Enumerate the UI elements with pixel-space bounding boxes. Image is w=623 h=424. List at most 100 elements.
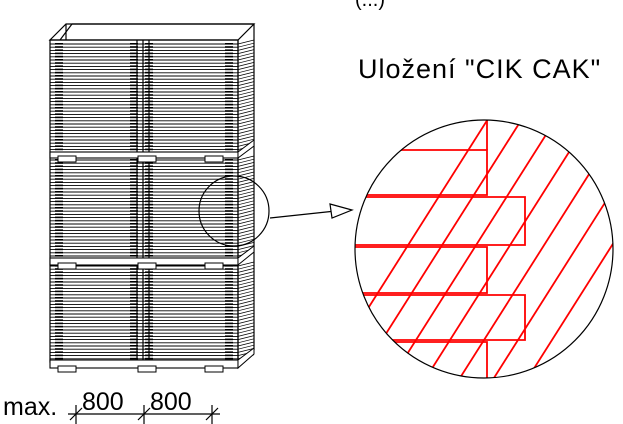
board-side-line <box>237 341 255 347</box>
pallet-foot <box>204 155 224 163</box>
board-side-line <box>237 312 255 318</box>
board-block <box>130 78 138 80</box>
board-side-line <box>237 187 255 193</box>
board-side-line <box>237 328 255 334</box>
hatch-line <box>581 120 613 378</box>
board-block <box>55 219 63 222</box>
board-block <box>55 255 63 257</box>
board-block <box>55 229 63 231</box>
board-side-line <box>237 290 255 296</box>
board-block <box>145 103 153 106</box>
board-block <box>225 297 233 299</box>
hatch-line <box>479 120 613 378</box>
board-side-line <box>237 174 255 180</box>
board-block <box>225 271 233 273</box>
detail-circle <box>354 119 614 379</box>
board-side-line <box>237 81 255 86</box>
board-block <box>55 251 63 254</box>
board-block <box>225 87 233 90</box>
board-block <box>225 242 233 244</box>
board-block <box>225 97 233 99</box>
board-block <box>130 268 138 270</box>
board-side-line <box>237 132 255 138</box>
board-block <box>225 71 233 74</box>
board-block <box>145 207 153 209</box>
board-block <box>225 107 233 109</box>
board-block <box>145 271 153 273</box>
board-block <box>55 213 63 215</box>
board-block <box>55 245 63 247</box>
board-side-line <box>237 39 255 45</box>
board-block <box>225 194 233 196</box>
board-block <box>225 251 233 254</box>
title-text: Uložení "CIK CAK" <box>358 54 601 84</box>
board-side-line <box>237 100 255 106</box>
board-side-line <box>237 103 255 109</box>
board-block <box>130 171 138 174</box>
board-side-line <box>237 87 255 93</box>
board-block <box>55 357 63 360</box>
board-side-line <box>237 325 255 331</box>
board-block <box>225 52 233 55</box>
board-block <box>130 132 138 135</box>
board-block <box>145 110 153 112</box>
board-block <box>130 274 138 277</box>
stack-top-edge <box>59 23 73 41</box>
board-block <box>130 87 138 90</box>
board-block <box>130 142 138 144</box>
board-block <box>130 62 138 64</box>
board-block <box>130 309 138 312</box>
board-block <box>55 91 63 93</box>
board-block <box>145 91 153 93</box>
board-side-line <box>237 110 255 115</box>
pallet-side <box>237 139 255 159</box>
board-block <box>145 303 153 305</box>
board-block <box>55 306 63 309</box>
hatch-line <box>547 120 613 378</box>
board-block <box>145 357 153 360</box>
board-block <box>55 103 63 106</box>
board-side-line <box>237 222 255 228</box>
board-block <box>145 178 153 180</box>
board-block <box>145 248 153 251</box>
board-block <box>55 75 63 77</box>
board-block <box>130 271 138 273</box>
board-block <box>145 348 153 350</box>
board-block <box>55 135 63 138</box>
board-side-line <box>237 171 255 177</box>
board-block <box>225 351 233 353</box>
board-block <box>145 49 153 51</box>
board-block <box>130 325 138 328</box>
board-side-line <box>237 119 255 125</box>
board-side-line <box>237 261 255 267</box>
board-block <box>130 119 138 122</box>
board-block <box>145 168 153 171</box>
hatch-line <box>411 120 603 378</box>
board-side-line <box>237 116 255 122</box>
board-block <box>145 235 153 238</box>
board-block <box>145 284 153 286</box>
board-block <box>130 332 138 334</box>
board-block <box>145 335 153 337</box>
board-block <box>225 145 233 147</box>
board-block <box>145 281 153 283</box>
board-side-line <box>237 49 255 54</box>
board-side-line <box>237 190 255 196</box>
board-side-line <box>237 287 255 292</box>
board-block <box>145 87 153 90</box>
board-block <box>55 162 63 164</box>
board-block <box>130 357 138 360</box>
board-block <box>130 242 138 244</box>
board-block <box>55 87 63 90</box>
board-block <box>130 232 138 235</box>
board-block <box>145 319 153 321</box>
board-block <box>130 265 138 267</box>
board-block <box>55 178 63 180</box>
board-block <box>145 78 153 80</box>
pallet-foot <box>57 155 77 163</box>
board-block <box>130 322 138 325</box>
board-block <box>55 248 63 251</box>
board-side-line <box>237 303 255 308</box>
board-block <box>145 184 153 187</box>
board-side-line <box>237 268 255 273</box>
